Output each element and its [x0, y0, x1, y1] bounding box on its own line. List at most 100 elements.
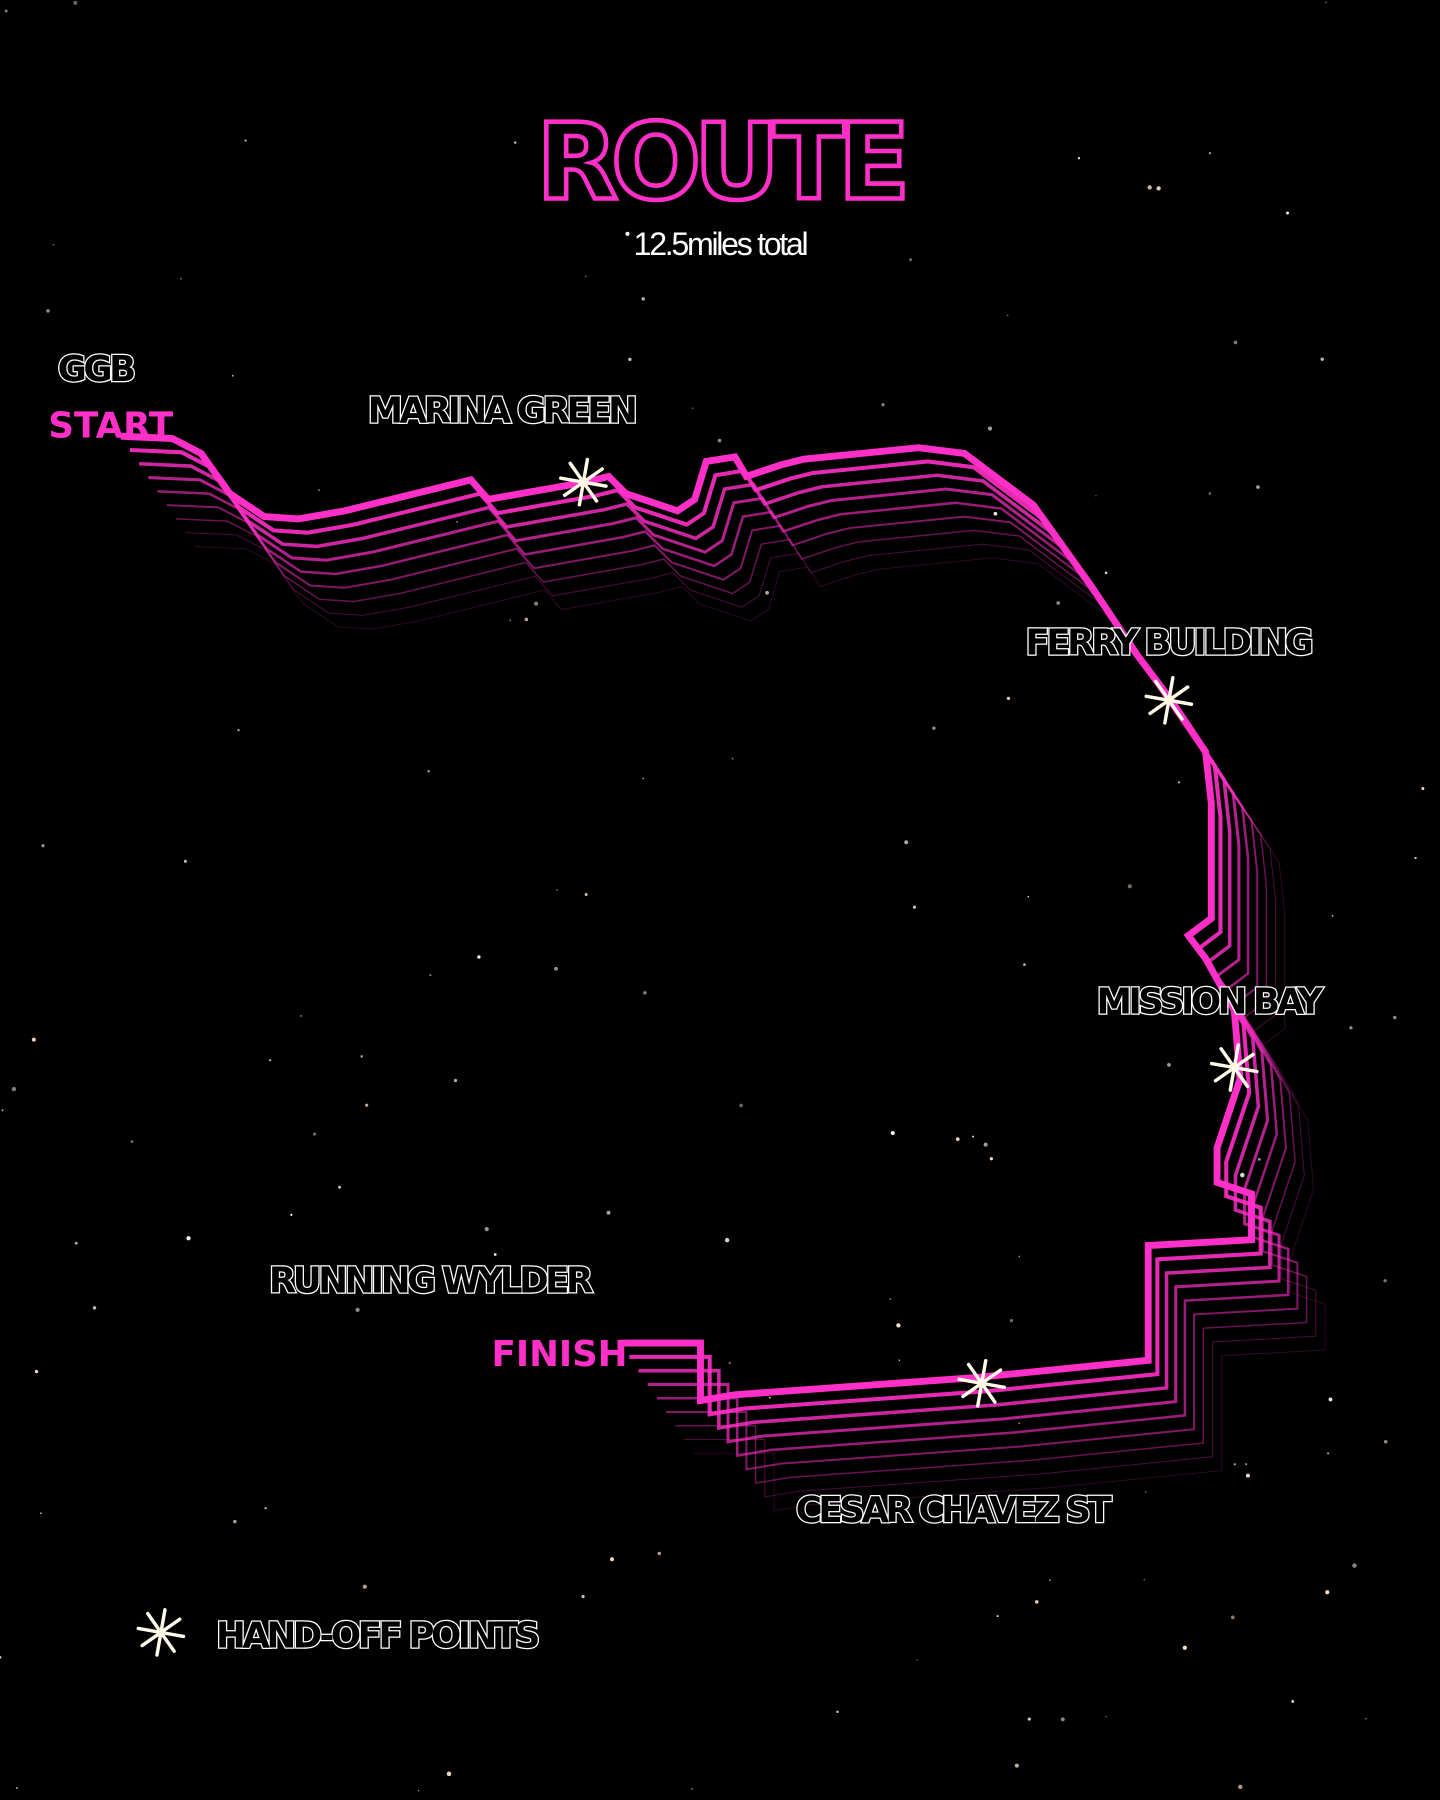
star-dot [1240, 1172, 1245, 1178]
star-dot [1238, 1784, 1243, 1790]
label-running-wylder: RUNNING WYLDER [269, 1261, 593, 1302]
hand-off-point-icon [957, 1358, 1007, 1408]
star-dot [34, 1369, 39, 1374]
star-dot [1325, 1590, 1330, 1595]
star-dot [987, 426, 993, 431]
star-dot [427, 770, 430, 773]
star-dot [0, 1656, 2, 1659]
star-dot [31, 1037, 36, 1042]
star-dot [584, 275, 587, 278]
star-dot [86, 412, 91, 417]
star-dot [417, 1789, 420, 1792]
hand-off-markers [559, 457, 1259, 1408]
label-mission-bay: MISSION BAY [1097, 982, 1325, 1023]
star-dot [264, 1506, 267, 1510]
star-dot [728, 1361, 732, 1365]
star-dot [606, 1210, 611, 1215]
star-dot [130, 1140, 134, 1143]
star-dot [1104, 571, 1108, 575]
star-dot [691, 407, 694, 409]
star-dot [731, 757, 734, 760]
star-dot [1049, 1579, 1051, 1581]
star-dot [641, 297, 645, 301]
label-ggb: GGB [58, 349, 135, 390]
star-dot [932, 726, 936, 730]
star-dot [657, 1551, 661, 1556]
star-dot [1006, 314, 1009, 317]
star-dot [290, 1213, 293, 1216]
star-dot [912, 905, 917, 909]
star-dot [183, 859, 187, 863]
star-dot [1034, 1600, 1039, 1604]
star-dot [881, 403, 885, 407]
star-dot [1077, 157, 1081, 160]
star-dot [1245, 1473, 1250, 1478]
label-cesar-chavez: CESAR CHAVEZ ST [796, 1490, 1113, 1531]
star-dot [1233, 1463, 1236, 1466]
label-marina-green: MARINA GREEN [368, 390, 636, 431]
star-dot [1182, 1645, 1187, 1650]
star-dot [1156, 186, 1161, 191]
asterisk-star-icon [136, 1608, 186, 1657]
star-dot [1095, 495, 1097, 497]
hand-off-point-icon [559, 457, 608, 507]
star-dot [180, 277, 182, 280]
star-dot [1286, 211, 1290, 215]
star-dot [484, 1227, 489, 1232]
star-dot [237, 728, 240, 732]
star-dot [554, 966, 558, 971]
star-dot [41, 844, 45, 848]
star-dot [269, 1059, 272, 1062]
star-dot [1233, 340, 1238, 345]
star-dot [477, 955, 481, 959]
star-dot [453, 1078, 458, 1083]
star-dot [429, 974, 432, 977]
star-dot [1320, 357, 1324, 361]
star-dot [1352, 1563, 1357, 1568]
star-dot [244, 139, 247, 142]
star-dot [1127, 884, 1132, 889]
star-dot [1006, 696, 1011, 701]
star-dot [1, 1109, 4, 1112]
route-line [120, 432, 1255, 1405]
star-dot [1027, 1717, 1031, 1721]
star-dot [15, 1787, 18, 1790]
star-dot [1144, 1491, 1147, 1493]
star-dot [993, 511, 998, 516]
star-dot [312, 1132, 317, 1136]
star-dot [916, 1659, 918, 1661]
star-dot [52, 243, 55, 246]
star-dot [534, 601, 539, 606]
star-dot [1177, 781, 1180, 784]
star-dot [983, 1142, 988, 1147]
star-dot [581, 1594, 585, 1599]
star-dot [904, 840, 909, 845]
star-dot [1349, 1026, 1353, 1030]
label-finish: FINISH [492, 1334, 628, 1375]
hand-off-point-icon [1144, 675, 1194, 725]
star-dot [493, 1253, 497, 1256]
star-dot [355, 1307, 360, 1312]
star-dot [1230, 1615, 1235, 1620]
star-dot [890, 1131, 895, 1136]
star-dot [625, 231, 630, 236]
star-dot [610, 1557, 614, 1562]
star-dot [1105, 1715, 1108, 1718]
star-dot [1331, 914, 1334, 917]
star-dot [765, 590, 769, 595]
star-dot [186, 1236, 191, 1241]
star-dot [4, 9, 8, 13]
star-dot [1365, 1717, 1367, 1720]
hand-off-point-icon [1209, 1043, 1259, 1092]
legend-label: HAND-OFF POINTS [216, 1615, 539, 1656]
star-dot [1143, 1578, 1146, 1581]
star-dot [724, 1237, 730, 1243]
star-dot [233, 1519, 237, 1524]
star-dot [1009, 1318, 1014, 1323]
star-dot [456, 521, 458, 523]
star-dot [92, 1306, 97, 1310]
star-dot [989, 1157, 993, 1161]
star-dot [1383, 1439, 1388, 1444]
star-dot [889, 1298, 892, 1300]
